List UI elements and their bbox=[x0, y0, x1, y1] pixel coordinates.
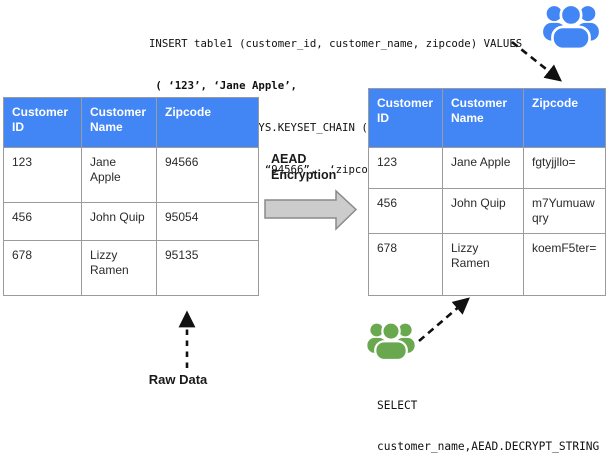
table-cell: 456 bbox=[3, 202, 82, 241]
table-cell: Jane Apple bbox=[442, 147, 524, 189]
table-cell: Jane Apple bbox=[81, 147, 157, 203]
header-cell-customer-name: Customer Name bbox=[442, 88, 524, 148]
table-cell: 123 bbox=[368, 147, 443, 189]
header-cell-zipcode: Zipcode bbox=[156, 97, 259, 148]
table-cell: 678 bbox=[368, 233, 443, 296]
header-cell-customer-id: Customer ID bbox=[368, 88, 443, 148]
table-cell: m7Yumuawqry bbox=[523, 188, 606, 234]
table-cell: 678 bbox=[3, 240, 82, 296]
table-cell: 95054 bbox=[156, 202, 259, 241]
aead-label-line2: Encryption bbox=[271, 168, 337, 182]
select-to-table-arrow bbox=[418, 297, 470, 342]
table-row: 456 John Quip m7Yumuawqry bbox=[368, 188, 606, 234]
table-row: 456 John Quip 95054 bbox=[3, 202, 259, 241]
table-cell: fgtyjjllo= bbox=[523, 147, 606, 189]
header-cell-customer-id: Customer ID bbox=[3, 97, 82, 148]
table-row: 678 Lizzy Ramen koemF5ter= bbox=[368, 233, 606, 296]
raw-data-table: Customer ID Customer Name Zipcode 123 Ja… bbox=[3, 97, 259, 296]
table-cell: 95135 bbox=[156, 240, 259, 296]
users-group-icon-blue bbox=[543, 3, 599, 49]
select-sql-line-2: customer_name,AEAD.DECRYPT_STRING bbox=[377, 439, 600, 453]
select-sql-code: SELECT customer_name,AEAD.DECRYPT_STRING… bbox=[377, 372, 599, 469]
table-header-row: Customer ID Customer Name Zipcode bbox=[3, 97, 259, 148]
insert-sql-line-2: ( ‘123’, ‘Jane Apple’, bbox=[149, 79, 297, 92]
insert-sql-line-1: INSERT table1 (customer_id, customer_nam… bbox=[149, 37, 523, 50]
encrypted-data-table: Customer ID Customer Name Zipcode 123 Ja… bbox=[368, 88, 606, 296]
raw-data-label: Raw Data bbox=[148, 372, 208, 387]
table-cell: John Quip bbox=[442, 188, 524, 234]
table-cell: 94566 bbox=[156, 147, 259, 203]
users-group-icon-green bbox=[367, 321, 415, 360]
table-row: 678 Lizzy Ramen 95135 bbox=[3, 240, 259, 296]
table-cell: Lizzy Ramen bbox=[81, 240, 157, 296]
table-cell: 123 bbox=[3, 147, 82, 203]
table-header-row: Customer ID Customer Name Zipcode bbox=[368, 88, 606, 148]
select-sql-line-1: SELECT bbox=[377, 399, 418, 412]
header-cell-zipcode: Zipcode bbox=[523, 88, 606, 148]
table-cell: John Quip bbox=[81, 202, 157, 241]
table-row: 123 Jane Apple 94566 bbox=[3, 147, 259, 203]
aead-encryption-label: AEAD Encryption bbox=[271, 151, 336, 183]
header-cell-customer-name: Customer Name bbox=[81, 97, 157, 148]
table-cell: koemF5ter= bbox=[523, 233, 606, 296]
table-cell: 456 bbox=[368, 188, 443, 234]
aead-label-line1: AEAD bbox=[271, 152, 307, 166]
table-row: 123 Jane Apple fgtyjjllo= bbox=[368, 147, 606, 189]
table-cell: Lizzy Ramen bbox=[442, 233, 524, 296]
